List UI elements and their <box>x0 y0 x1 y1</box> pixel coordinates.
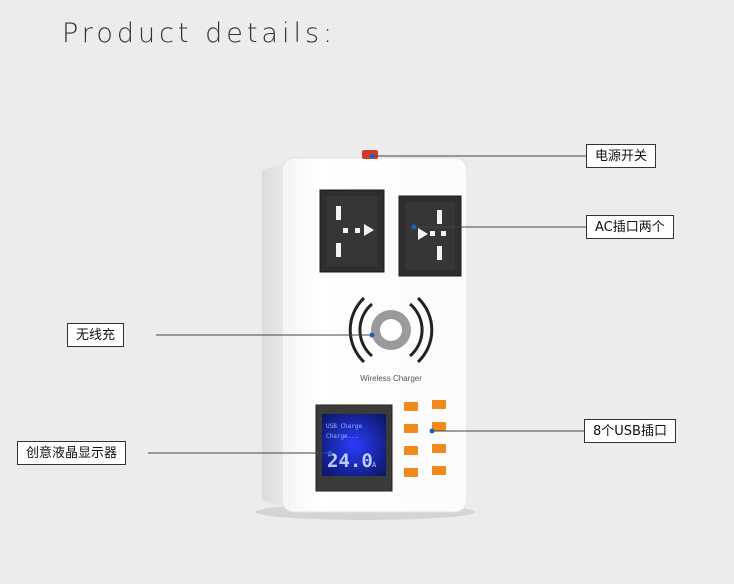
callout-usb: 8个USB插口 <box>584 419 676 443</box>
callout-wireless: 无线充 <box>67 323 125 347</box>
page-title: Product details: <box>62 18 337 49</box>
usb-port[interactable] <box>432 444 446 453</box>
lcd-display: USB Charge Charge... 24.0 A <box>315 404 393 492</box>
callout-lines <box>148 155 586 454</box>
usb-port[interactable] <box>432 422 446 431</box>
callout-ac-outlets: AC插口两个 <box>586 215 674 239</box>
usb-port-group <box>404 400 446 477</box>
usb-port[interactable] <box>432 400 446 409</box>
wireless-charger-label: Wireless Charger <box>360 374 422 383</box>
lcd-line-2: Charge... <box>326 433 359 440</box>
callout-lcd: 创意液晶显示器 <box>17 441 127 465</box>
callout-dots <box>327 153 435 456</box>
usb-port[interactable] <box>404 424 418 433</box>
ac-socket-left <box>319 189 385 273</box>
wireless-charger-icon <box>348 296 434 364</box>
lcd-unit: A <box>372 461 377 469</box>
usb-port[interactable] <box>404 402 418 411</box>
usb-port[interactable] <box>404 446 418 455</box>
lcd-reading: 24.0 <box>327 450 373 472</box>
usb-port[interactable] <box>432 466 446 475</box>
callout-power-switch: 电源开关 <box>586 144 657 168</box>
lcd-line-1: USB Charge <box>326 423 363 430</box>
ac-socket-right <box>398 195 462 277</box>
usb-port[interactable] <box>404 468 418 477</box>
